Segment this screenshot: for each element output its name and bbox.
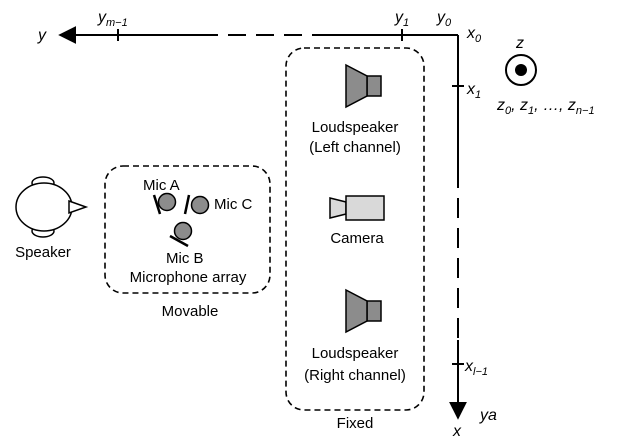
camera-icon (329, 195, 385, 221)
speaker-head-icon (15, 176, 89, 238)
y-tick-label-1: y1 (394, 9, 409, 29)
loudspeaker-left-label: Loudspeaker (312, 119, 399, 136)
y-tick-label-0: y0 (436, 9, 452, 29)
camera-label: Camera (330, 230, 384, 247)
y-tick-label-m-1: ym−1 (97, 9, 128, 29)
mic-b-icon (169, 221, 193, 248)
y-axis-label: y (37, 27, 47, 44)
z-index-list: z0, z1, …, zn−1 (496, 97, 595, 117)
fixed-group-box (285, 47, 425, 411)
y-axis (58, 26, 458, 44)
speaker-label: Speaker (15, 244, 71, 261)
x-axis (449, 35, 467, 420)
x-axis-label: x (452, 423, 462, 440)
loudspeaker-left-icon (345, 63, 382, 109)
z-axis-label: z (515, 35, 524, 52)
mic-b-label: Mic B (166, 250, 204, 267)
mic-a-icon (152, 192, 177, 215)
loudspeaker-left-channel: (Left channel) (309, 139, 401, 156)
ya-label: ya (479, 407, 497, 424)
movable-group-box (104, 165, 271, 294)
mic-c-label: Mic C (214, 196, 252, 213)
x-tick-label-l-1: xl−1 (464, 358, 488, 378)
loudspeaker-right-channel: (Right channel) (304, 367, 406, 384)
fixed-caption: Fixed (337, 415, 374, 432)
microphone-array-label: Microphone array (130, 269, 247, 286)
mic-a-label: Mic A (143, 177, 180, 194)
movable-caption: Movable (162, 303, 219, 320)
mic-c-icon (183, 194, 210, 215)
x-tick-label-0: x0 (466, 25, 482, 45)
x-tick-label-1: x1 (466, 81, 481, 101)
loudspeaker-right-label: Loudspeaker (312, 345, 399, 362)
loudspeaker-right-icon (345, 288, 382, 334)
z-axis-symbol (505, 54, 537, 86)
